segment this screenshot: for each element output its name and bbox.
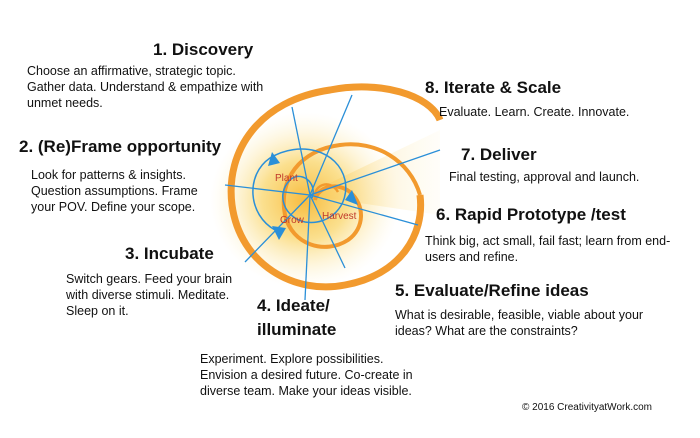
spiral-label-harvest: Harvest bbox=[322, 211, 357, 222]
radial-line-5 bbox=[309, 194, 346, 269]
step-desc: Final testing, approval and launch. bbox=[449, 170, 640, 184]
step-discovery: 1. Discovery bbox=[153, 40, 253, 60]
step-title: 3. Incubate bbox=[125, 244, 214, 263]
step-title: 4. Ideate/ illuminate bbox=[257, 296, 337, 339]
step-incubate: 3. Incubate bbox=[125, 244, 214, 264]
step-desc: Look for patterns & insights. Question a… bbox=[31, 168, 198, 214]
step-evaluate-refine: 5. Evaluate/Refine ideas bbox=[395, 281, 589, 301]
step-title: 2. (Re)Frame opportunity bbox=[19, 137, 222, 156]
step-desc: Experiment. Explore possibilities. Envis… bbox=[200, 352, 413, 398]
radial-line-2 bbox=[224, 184, 311, 196]
step-desc: Think big, act small, fail fast; learn f… bbox=[425, 234, 671, 264]
blue-spiral bbox=[252, 148, 347, 231]
blue-arrowhead-3 bbox=[345, 190, 358, 205]
radial-line-4 bbox=[304, 194, 311, 301]
step-title: 6. Rapid Prototype /test bbox=[436, 205, 626, 224]
spiral-inner-band bbox=[281, 142, 422, 249]
step-ideate: 4. Ideate/ illuminate bbox=[257, 294, 347, 342]
radial-line-8 bbox=[309, 94, 353, 196]
step-title: 8. Iterate & Scale bbox=[425, 78, 562, 97]
step-iterate-scale: 8. Iterate & Scale bbox=[425, 78, 561, 98]
step-title: 1. Discovery bbox=[153, 40, 254, 59]
step-title: 7. Deliver bbox=[461, 145, 537, 164]
step-desc: Choose an affirmative, strategic topic. … bbox=[27, 64, 264, 110]
step-desc: Switch gears. Feed your brain with diver… bbox=[66, 272, 233, 318]
blue-arrowhead-1 bbox=[272, 226, 286, 240]
step-deliver: 7. Deliver bbox=[461, 145, 537, 165]
spiral-outer-band bbox=[227, 83, 444, 291]
radial-line-6 bbox=[309, 194, 419, 226]
blue-arrowhead-2 bbox=[268, 152, 280, 166]
spiral-cone-glow bbox=[305, 130, 440, 215]
step-desc: Evaluate. Learn. Create. Innovate. bbox=[439, 105, 630, 119]
step-reframe: 2. (Re)Frame opportunity bbox=[19, 137, 221, 157]
radial-line-7 bbox=[309, 149, 441, 196]
step-desc: What is desirable, feasible, viable abou… bbox=[395, 308, 644, 338]
step-rapid-prototype: 6. Rapid Prototype /test bbox=[436, 205, 626, 225]
step-title: 5. Evaluate/Refine ideas bbox=[395, 281, 589, 300]
radial-line-1 bbox=[291, 106, 311, 196]
spiral-label-grow: Grow bbox=[280, 215, 305, 226]
spiral-label-plant: Plant bbox=[275, 173, 298, 184]
copyright-notice: © 2016 CreativityatWork.com bbox=[522, 402, 653, 413]
